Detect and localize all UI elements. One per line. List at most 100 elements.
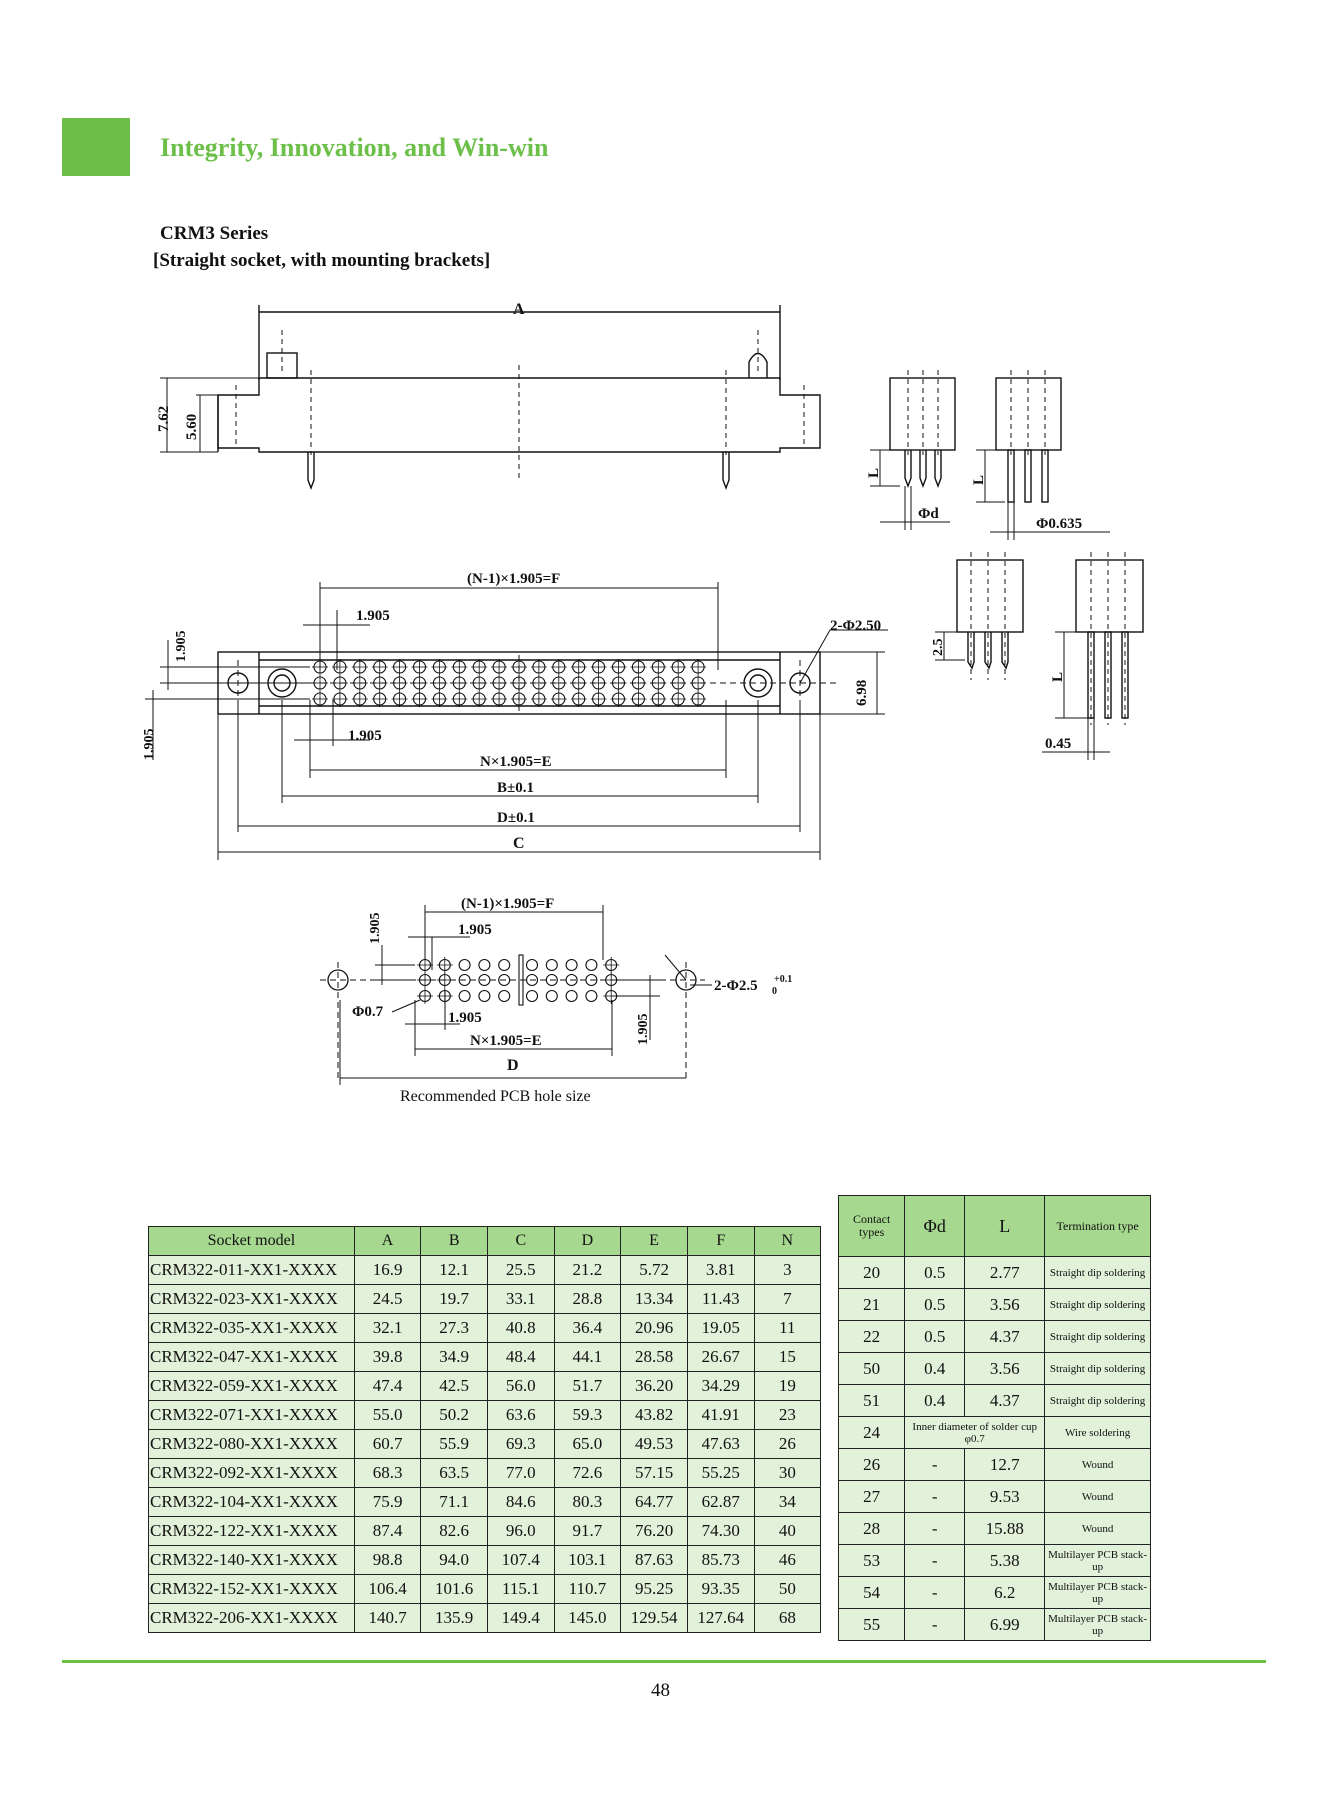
dim-560-label: 5.60 (184, 414, 200, 440)
termination-cell: Multilayer PCB stack-up (1044, 1576, 1151, 1609)
dim-mount-label: 2-Φ2.50 (830, 618, 881, 634)
length-cell: 6.99 (964, 1608, 1046, 1641)
dimension-cell: 68 (753, 1603, 822, 1633)
length-cell: 9.53 (964, 1480, 1046, 1513)
socket-model-cell: CRM322-047-XX1-XXXX (148, 1342, 355, 1372)
dimension-cell: 129.54 (620, 1603, 688, 1633)
termination-cell: Wound (1044, 1512, 1151, 1545)
pcb-hole (565, 973, 578, 987)
dimension-cell: 80.3 (553, 1487, 622, 1517)
termination-cell: Multilayer PCB stack-up (1044, 1544, 1151, 1577)
dimension-cell: 34 (753, 1487, 822, 1517)
dimension-cell: 25.5 (486, 1255, 555, 1285)
dimension-cell: 40 (753, 1516, 822, 1546)
header-termination-type: Termination type (1044, 1195, 1151, 1257)
length-cell: 12.7 (964, 1448, 1046, 1481)
header-phid: Φd (904, 1195, 966, 1257)
phid-cell: - (904, 1544, 966, 1577)
pcb-E-label: N×1.905=E (470, 1033, 542, 1049)
dimension-cell: 27.3 (420, 1313, 488, 1343)
dimension-cell: 56.0 (486, 1371, 555, 1401)
pcb-hole (545, 958, 558, 972)
header-E: E (620, 1226, 688, 1256)
pcb-tol-plus: +0.1 (774, 974, 792, 985)
dimension-cell: 64.77 (620, 1487, 688, 1517)
dimension-cell: 11 (753, 1313, 822, 1343)
socket-model-cell: CRM322-011-XX1-XXXX (148, 1255, 355, 1285)
dim-B-label: B±0.1 (497, 780, 534, 796)
phid-cell: 0.4 (904, 1352, 966, 1385)
dimension-cell: 55.9 (420, 1429, 488, 1459)
termination-cell: Multilayer PCB stack-up (1044, 1608, 1151, 1641)
length-cell: 6.2 (964, 1576, 1046, 1609)
dimension-cell: 94.0 (420, 1545, 488, 1575)
dim-762-label: 7.62 (156, 406, 172, 432)
phid-cell: 0.4 (904, 1384, 966, 1417)
termination-cell: Wound (1044, 1448, 1151, 1481)
dim-pitch-label-d: 1.905 (142, 729, 157, 761)
dimension-cell: 69.3 (486, 1429, 555, 1459)
pcb-hole (498, 973, 511, 987)
dimension-cell: 12.1 (420, 1255, 488, 1285)
pcb-pitch-label-c: 1.905 (368, 913, 383, 945)
termination-cell: Wound (1044, 1480, 1151, 1513)
header-B: B (420, 1226, 488, 1256)
dimension-cell: 93.35 (686, 1574, 755, 1604)
dimension-cell: 140.7 (353, 1603, 422, 1633)
dimension-cell: 26 (753, 1429, 822, 1459)
dim-pitch-label-c: 1.905 (174, 631, 189, 663)
dimension-cell: 41.91 (686, 1400, 755, 1430)
header-socket-model: Socket model (148, 1226, 355, 1256)
phid-cell: - (904, 1480, 966, 1513)
dim-E-label: N×1.905=E (480, 754, 552, 770)
pcb-D-label: D (507, 1057, 519, 1074)
dimension-cell: 68.3 (353, 1458, 422, 1488)
contact-type-cell: 53 (837, 1544, 906, 1577)
pin-grid (312, 659, 707, 707)
dimension-cell: 57.15 (620, 1458, 688, 1488)
dimension-cell: 44.1 (553, 1342, 622, 1372)
pcb-hole (458, 958, 471, 972)
pcb-phi07-label: Φ0.7 (352, 1004, 384, 1020)
pcb-hole (585, 958, 598, 972)
dim-C-label: C (513, 835, 525, 852)
dimension-cell: 106.4 (353, 1574, 422, 1604)
dimension-cell: 76.20 (620, 1516, 688, 1546)
dimension-cell: 55.25 (686, 1458, 755, 1488)
pcb-mount-label: 2-Φ2.5 (714, 978, 758, 994)
dimension-cell: 40.8 (486, 1313, 555, 1343)
dimension-cell: 26.67 (686, 1342, 755, 1372)
dim-pitch-label-a: 1.905 (356, 608, 390, 624)
socket-model-cell: CRM322-206-XX1-XXXX (148, 1603, 355, 1633)
dimension-cell: 115.1 (486, 1574, 555, 1604)
footer-divider (62, 1660, 1266, 1663)
dimension-cell: 36.20 (620, 1371, 688, 1401)
header-C: C (486, 1226, 555, 1256)
dimension-cell: 7 (753, 1284, 822, 1314)
header-contact-types: Contact types (837, 1195, 906, 1257)
dimension-cell: 36.4 (553, 1313, 622, 1343)
dimension-cell: 72.6 (553, 1458, 622, 1488)
pcb-F-label: (N-1)×1.905=F (461, 896, 554, 912)
socket-model-cell: CRM322-035-XX1-XXXX (148, 1313, 355, 1343)
dimension-cell: 101.6 (420, 1574, 488, 1604)
dimension-cell: 23 (753, 1400, 822, 1430)
termination-cell: Straight dip soldering (1044, 1384, 1151, 1417)
header-F: F (686, 1226, 755, 1256)
dim-phid-label: Φd (918, 506, 939, 522)
length-cell: 4.37 (964, 1384, 1046, 1417)
dim-L-label-2: L (971, 475, 987, 485)
socket-model-cell: CRM322-023-XX1-XXXX (148, 1284, 355, 1314)
dim-25-label: 2.5 (931, 639, 946, 657)
pcb-hole (525, 973, 539, 987)
pcb-hole (525, 989, 539, 1003)
